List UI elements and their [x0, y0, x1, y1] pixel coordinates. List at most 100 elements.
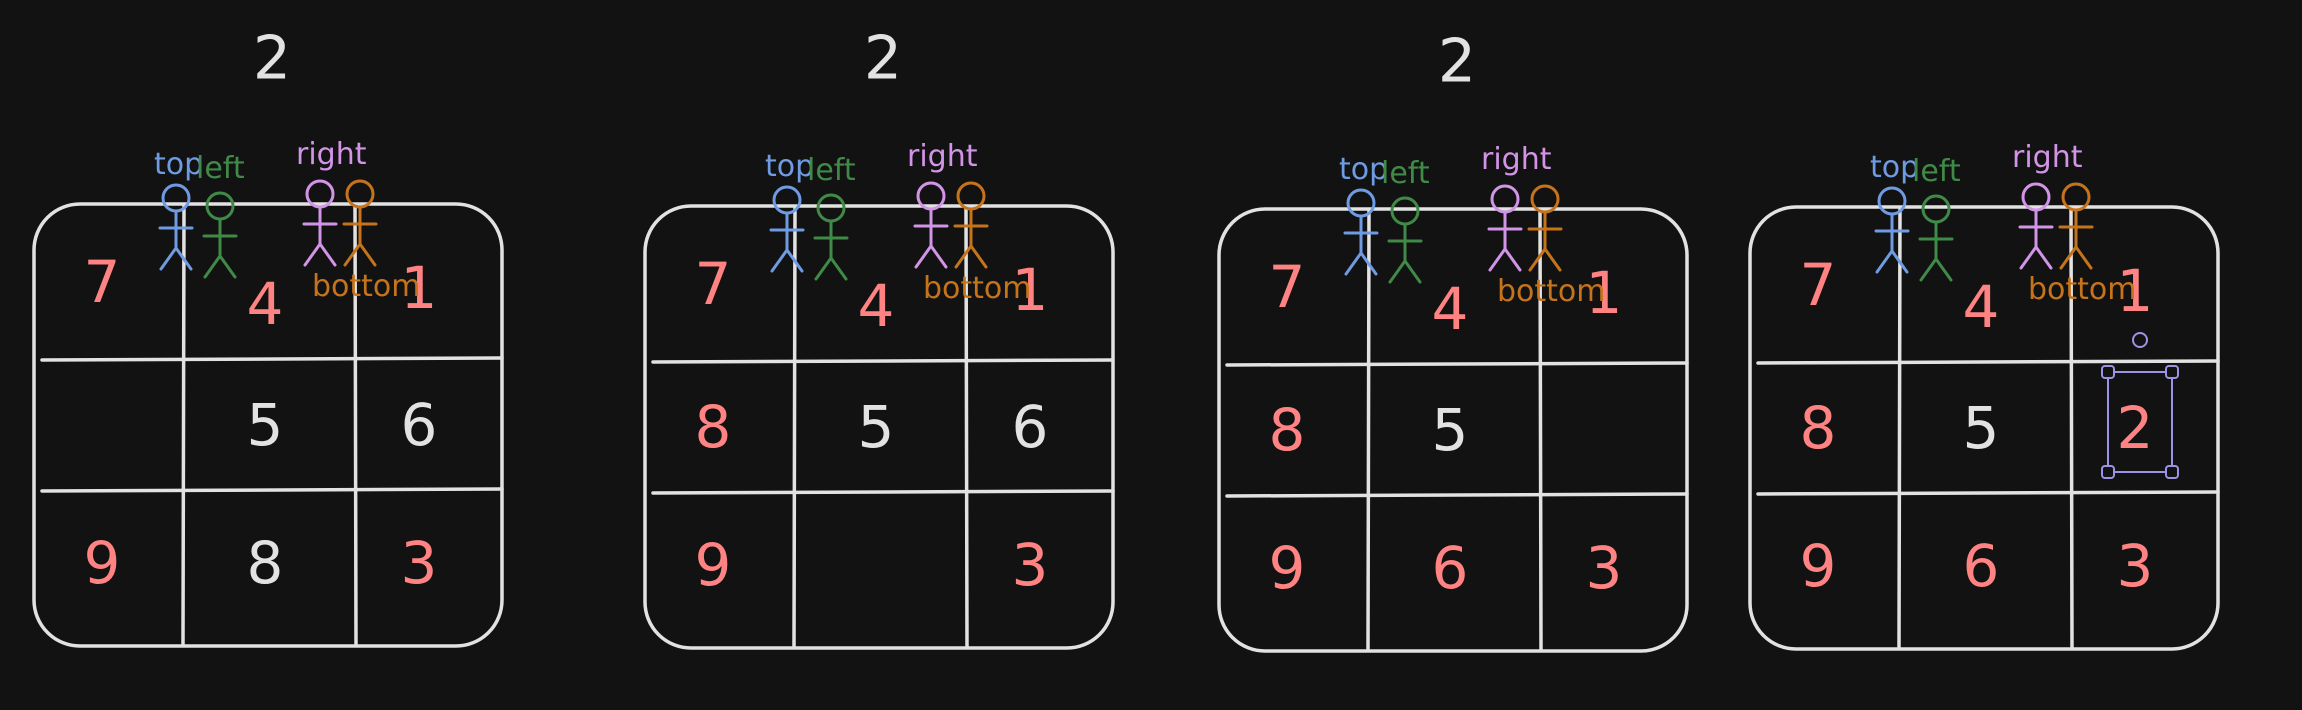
top-pointer-figure-head: [1877, 186, 1907, 216]
top-pointer-figure-leg-right: [1890, 249, 1909, 274]
cell-value-r1c2: 4: [858, 272, 895, 340]
cell-value-r1c2: 4: [247, 270, 284, 338]
bottom-pointer-figure: [1527, 184, 1563, 272]
cell-value-r2c3: 6: [401, 391, 438, 459]
cell-value-r3c3: 3: [2117, 532, 2154, 600]
cell-value-r1c3: 1: [1586, 259, 1623, 327]
top-pointer-figure: [158, 183, 194, 271]
bottom-pointer-figure-leg-right: [2074, 245, 2093, 270]
rotation-handle: [2132, 332, 2148, 348]
top-pointer-figure: [769, 185, 805, 273]
cell-value-r2c2: 5: [1432, 396, 1469, 464]
bottom-pointer-figure-leg-right: [969, 244, 988, 269]
cell-value-r1c1: 7: [1269, 253, 1306, 321]
cell-value-r1c2: 4: [1963, 273, 2000, 341]
left-pointer-label: left: [807, 153, 856, 188]
right-pointer-figure: [2018, 182, 2054, 270]
selection-handle: [2101, 465, 2115, 479]
cell-value-r3c1: 9: [1269, 534, 1306, 602]
cell-value-r3c2: 8: [247, 529, 284, 597]
right-pointer-figure: [302, 179, 338, 267]
top-pointer-label: top: [765, 149, 814, 184]
left-pointer-figure-leg-right: [218, 254, 237, 279]
cell-value-r3c1: 9: [84, 529, 121, 597]
cell-value-r2c1: 8: [1800, 394, 1837, 462]
left-pointer-figure: [1918, 194, 1954, 282]
right-pointer-figure-leg-right: [2034, 245, 2053, 270]
left-pointer-figure-head: [816, 193, 846, 223]
grid-row-line: [1756, 359, 2220, 365]
cell-value-r1c2: 4: [1432, 275, 1469, 343]
grid-row-line: [1225, 361, 1689, 367]
bottom-pointer-label: bottom: [1497, 274, 1606, 309]
grid-row-line: [651, 358, 1115, 364]
grid-row-line: [1756, 490, 2220, 496]
left-pointer-figure-leg-right: [1403, 259, 1422, 284]
top-pointer-figure-leg-right: [1359, 251, 1378, 276]
cell-value-r3c3: 3: [401, 529, 438, 597]
cell-value-r3c3: 3: [1586, 534, 1623, 602]
step-label: 2: [1438, 27, 1476, 97]
grid-col-line: [792, 206, 797, 648]
right-pointer-figure-leg-left: [303, 242, 322, 267]
right-pointer-label: right: [1481, 142, 1552, 177]
right-pointer-figure-leg-left: [2019, 245, 2038, 270]
bottom-pointer-figure: [2058, 182, 2094, 270]
bottom-pointer-figure-leg-left: [2059, 245, 2078, 270]
cell-value-r1c3: 1: [401, 254, 438, 322]
bottom-pointer-figure-leg-right: [358, 242, 377, 267]
top-pointer-figure-head: [772, 185, 802, 215]
grid-row-line: [40, 487, 504, 493]
top-pointer-figure-leg-right: [785, 248, 804, 273]
cell-value-r1c3: 1: [1012, 256, 1049, 324]
top-pointer-figure-leg-left: [1875, 249, 1894, 274]
matrix-border: [1748, 205, 2220, 651]
cell-value-r2c3: 2: [2117, 394, 2154, 462]
grid-col-line: [1538, 209, 1543, 651]
right-pointer-label: right: [907, 139, 978, 174]
bottom-pointer-label: bottom: [312, 269, 421, 304]
cell-value-r3c2: 6: [1963, 532, 2000, 600]
cell-value-r2c1: 8: [1269, 396, 1306, 464]
top-pointer-label: top: [1339, 152, 1388, 187]
cell-value-r1c1: 7: [1800, 251, 1837, 319]
right-pointer-label: right: [2012, 140, 2083, 175]
bottom-pointer-label: bottom: [923, 271, 1032, 306]
grid-col-line: [353, 204, 358, 646]
left-pointer-figure-head: [1390, 196, 1420, 226]
cell-value-r3c2: 6: [1432, 534, 1469, 602]
top-pointer-figure-head: [1346, 188, 1376, 218]
cell-value-r2c2: 5: [1963, 394, 2000, 462]
top-pointer-label: top: [154, 147, 203, 182]
left-pointer-label: left: [1381, 156, 1430, 191]
cell-value-r1c1: 7: [84, 248, 121, 316]
selection-handle: [2101, 365, 2115, 379]
top-pointer-figure: [1874, 186, 1910, 274]
top-pointer-label: top: [1870, 150, 1919, 185]
right-pointer-figure-leg-left: [1488, 247, 1507, 272]
grid-row-line: [651, 489, 1115, 495]
cell-value-r3c1: 9: [695, 531, 732, 599]
selection-handle: [2165, 365, 2179, 379]
selection-box: [2101, 332, 2179, 479]
bottom-pointer-figure-leg-left: [954, 244, 973, 269]
right-pointer-figure-leg-right: [318, 242, 337, 267]
matrix-border: [643, 204, 1115, 650]
cell-value-r2c2: 5: [858, 393, 895, 461]
left-pointer-figure-head: [205, 191, 235, 221]
left-pointer-figure: [202, 191, 238, 279]
step-label: 2: [864, 24, 902, 94]
left-pointer-figure-leg-left: [814, 256, 833, 281]
bottom-pointer-figure: [953, 181, 989, 269]
right-pointer-figure-leg-right: [1503, 247, 1522, 272]
cell-value-r2c2: 5: [247, 391, 284, 459]
left-pointer-figure-leg-left: [203, 254, 222, 279]
bottom-pointer-figure-leg-right: [1543, 247, 1562, 272]
grid-col-line: [1897, 207, 1902, 649]
left-pointer-figure-leg-right: [1934, 257, 1953, 282]
right-pointer-figure-leg-right: [929, 244, 948, 269]
